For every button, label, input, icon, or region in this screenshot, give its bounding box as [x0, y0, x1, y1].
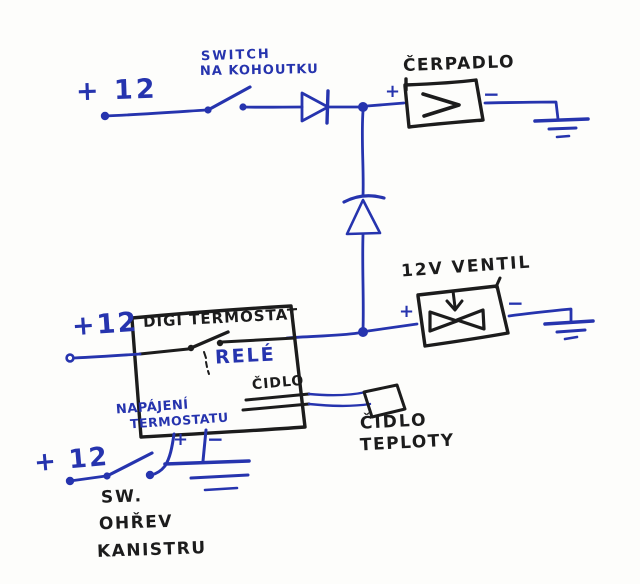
relay-actuation-dashes	[203, 351, 210, 375]
relay-label: RELÉ	[214, 343, 277, 369]
sensor-leads	[241, 383, 407, 419]
valve-arrow-icon	[451, 289, 457, 309]
bottom-switch-label-line1: SW.	[100, 486, 144, 508]
pump-ground-wire	[483, 100, 590, 139]
relay-to-valve-wire	[285, 322, 419, 340]
sensor-probe-icon	[362, 383, 407, 419]
mid-left-feed-wire	[65, 352, 142, 363]
power-bottom-label: + 12	[32, 441, 111, 479]
thermostat-supply-plus-wire	[145, 432, 176, 480]
valve-box	[416, 276, 510, 348]
pump-arrow-icon	[421, 92, 461, 118]
thermostat-box	[130, 304, 307, 439]
valve-bowtie-left	[428, 310, 459, 333]
power-top-label: + 12	[75, 73, 159, 108]
relay-contact	[138, 330, 297, 375]
bottom-switch-wire	[65, 451, 154, 486]
bottom-switch-label-line2: OHŘEV	[98, 511, 174, 535]
pump-plus-sign: +	[385, 81, 401, 102]
wire-to-pump	[365, 101, 406, 108]
vertical-branch-wire	[342, 109, 386, 332]
top-rail-wire	[100, 85, 304, 121]
valve-minus-sign: −	[507, 291, 524, 315]
pump-title: ČERPADLO	[402, 52, 516, 76]
junction-dot-mid	[358, 327, 368, 337]
bottom-switch-label-line3: KANISTRU	[96, 538, 207, 562]
diode-top-icon	[300, 89, 362, 125]
power-mid-label: +12	[70, 306, 140, 343]
diode-mid-icon	[345, 198, 382, 236]
valve-plus-sign: +	[399, 301, 415, 322]
pump-box	[403, 77, 485, 129]
junction-dot-top	[358, 102, 368, 112]
thermostat-supply-minus-ground	[163, 428, 251, 492]
thermostat-plus-sign: +	[173, 429, 189, 450]
valve-bowtie-right	[455, 308, 486, 331]
thermostat-minus-sign: −	[207, 427, 224, 451]
diode-mid-bar	[342, 194, 386, 204]
valve-ground-wire	[507, 307, 595, 341]
pump-minus-sign: −	[483, 82, 500, 106]
sensor-label-line1: ČIDLO	[359, 410, 429, 434]
switch-top-label-line2: NA KOHOUTKU	[199, 61, 319, 80]
